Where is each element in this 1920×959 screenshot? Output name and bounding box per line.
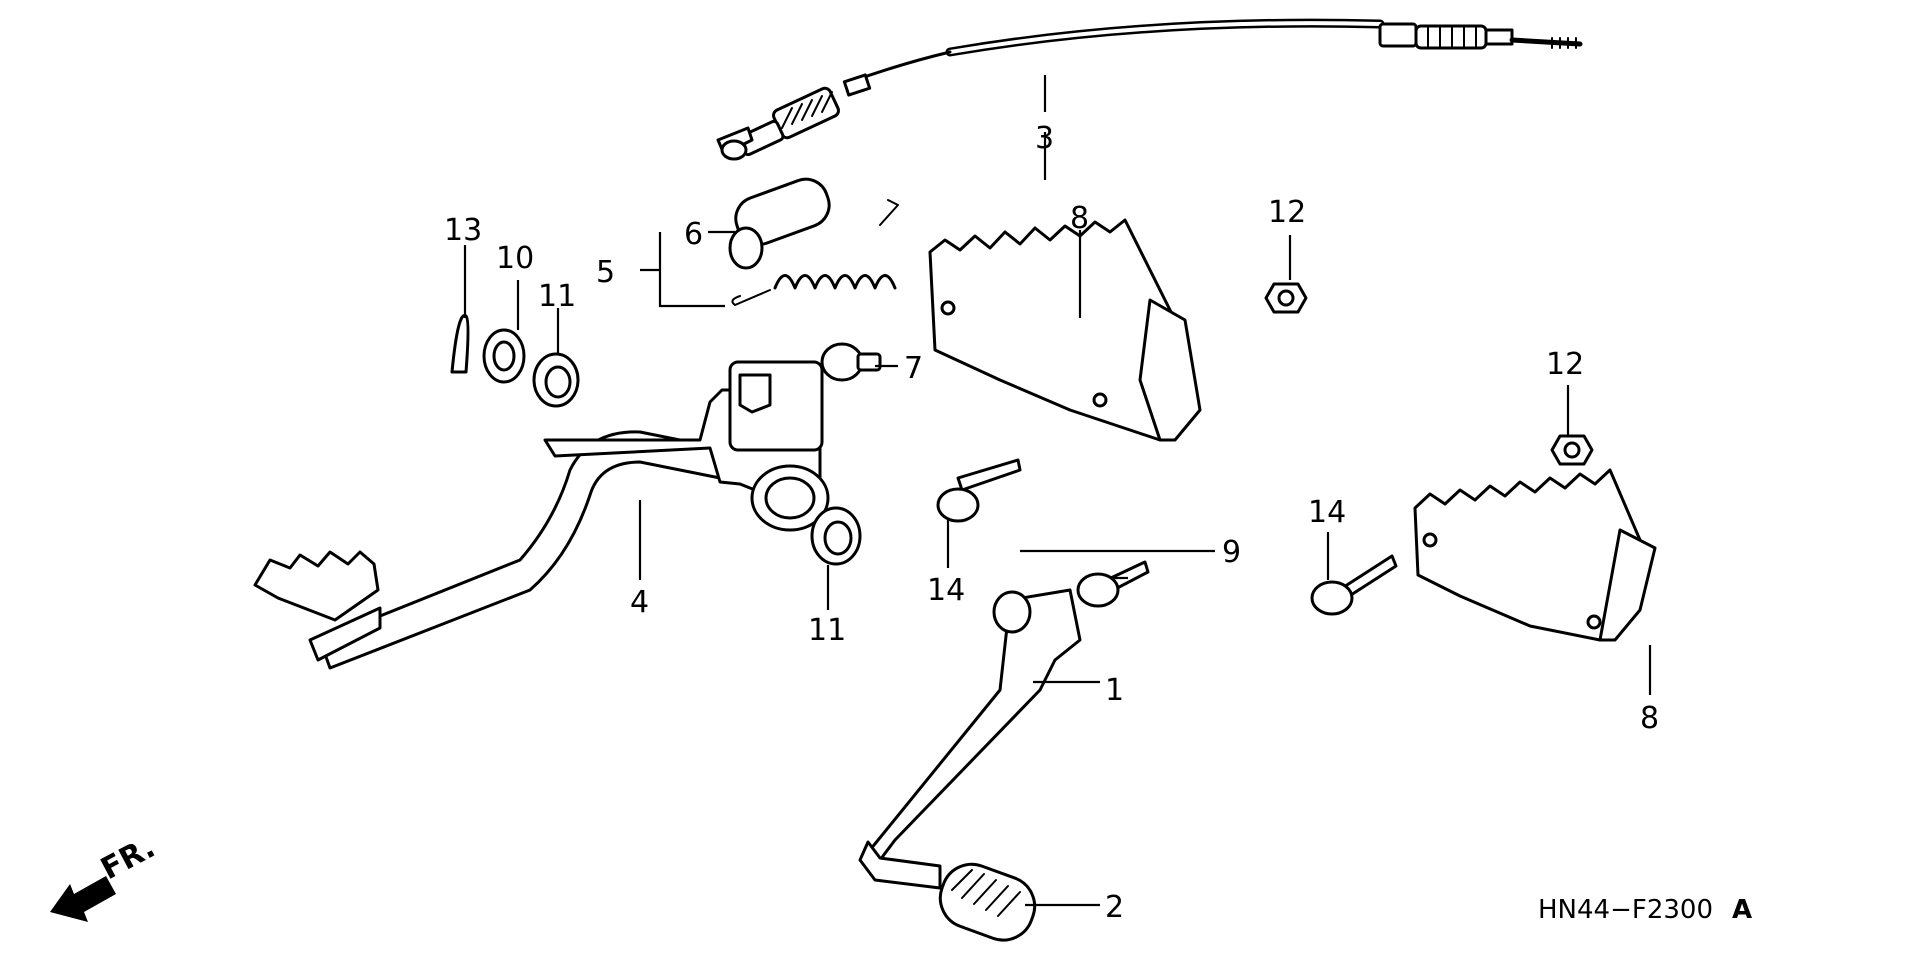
callout-2: 2 xyxy=(1105,890,1124,925)
callout-5: 5 xyxy=(596,255,615,290)
drawing-code: HN44−F2300 A xyxy=(1538,895,1752,925)
callout-6: 6 xyxy=(684,217,703,252)
front-arrow-icon: FR. xyxy=(50,830,161,922)
brake-pedal-arm xyxy=(253,360,830,670)
callout-8-upper: 8 xyxy=(1070,201,1089,236)
callout-9: 9 xyxy=(1222,535,1241,570)
callout-labels: 1 2 3 4 5 6 7 8 8 9 10 11 11 12 12 13 14… xyxy=(444,121,1659,925)
flange-nuts xyxy=(1264,282,1594,466)
callout-12-lower: 12 xyxy=(1546,347,1584,382)
change-pedal xyxy=(858,588,1082,890)
callout-7: 7 xyxy=(904,351,923,386)
callout-13: 13 xyxy=(444,213,482,248)
callout-11-lower: 11 xyxy=(808,613,846,648)
callout-3: 3 xyxy=(1035,121,1054,156)
drawing-revision: A xyxy=(1732,895,1752,925)
leader-lines xyxy=(463,75,1652,907)
callout-10: 10 xyxy=(496,241,534,276)
drawing-code-text: HN44−F2300 xyxy=(1538,895,1713,925)
callout-12-upper: 12 xyxy=(1268,195,1306,230)
footpeg-left xyxy=(928,218,1202,442)
callout-4: 4 xyxy=(630,585,649,620)
callout-1: 1 xyxy=(1105,673,1124,708)
callout-14-left: 14 xyxy=(927,573,965,608)
callout-11-upper: 11 xyxy=(538,279,576,314)
brake-cable xyxy=(716,18,1583,161)
footpeg-right xyxy=(1413,468,1657,642)
stopper xyxy=(820,342,882,382)
spring-and-collar xyxy=(728,177,899,306)
washer-bushing-pin xyxy=(450,314,862,566)
callout-14-right: 14 xyxy=(1308,495,1346,530)
pedal-rubber xyxy=(938,862,1037,942)
callout-8-lower: 8 xyxy=(1640,701,1659,736)
